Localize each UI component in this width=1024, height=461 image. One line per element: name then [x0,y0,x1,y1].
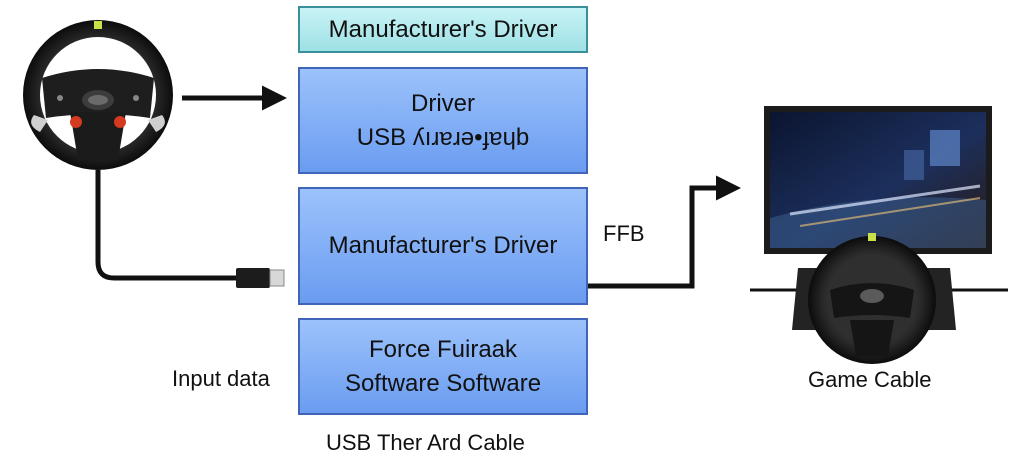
manufacturer-driver-header-label: Manufacturer's Driver [328,15,558,43]
steering-wheel-icon [23,20,173,170]
driver-box: Driver USB ʎıɹɐɹǝ•ɟɐɥb [298,67,588,174]
input-data-label: Input data [172,366,270,391]
steering-wheel-right-icon [792,233,956,364]
usb-cable-caption: USB Ther Ard Cable [326,430,525,455]
force-feedback-software-box: Force Fuiraak Software Software [298,318,588,415]
manufacturer-driver-box: Manufacturer's Driver [298,187,588,305]
force-feedback-label: Force Fuiraak [368,335,518,363]
monitor-icon [764,106,992,254]
manufacturer-driver-header-box: Manufacturer's Driver [298,6,588,53]
game-cable-label: Game Cable [808,367,932,392]
ffb-arrow [588,175,741,289]
driver-usb-label: USB ʎıɹɐɹǝ•ɟɐɥb [356,123,530,151]
usb-connector-icon [236,268,285,288]
ffb-label: FFB [603,221,645,246]
software-label: Software Software [344,369,542,397]
manufacturer-driver-label: Manufacturer's Driver [328,232,558,259]
driver-label: Driver [411,89,475,117]
usb-cable-line [95,170,238,281]
